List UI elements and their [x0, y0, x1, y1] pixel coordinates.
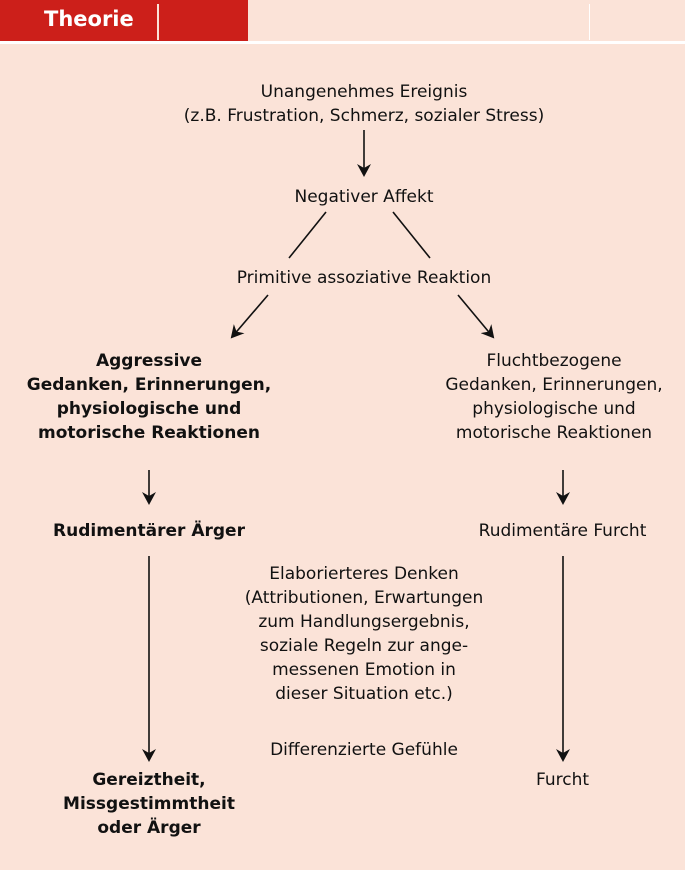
header-strip-divider	[589, 4, 590, 40]
node-aggressive-reactions: Aggressive Gedanken, Erinnerungen, physi…	[26, 351, 272, 443]
header-underline	[0, 41, 685, 44]
node-flight-reactions: Fluchtbezogene Gedanken, Erinnerungen, p…	[445, 351, 663, 443]
line-affect-to-reaction-left	[288, 211, 327, 259]
arrow-reaction-to-aggressive	[230, 294, 269, 339]
node-irritation-anger: Gereiztheit, Missgestimmtheit oder Ärger	[63, 770, 235, 838]
tab-divider	[157, 4, 159, 40]
node-elaborated-thinking: Elaborierteres Denken (Attributionen, Er…	[244, 564, 484, 704]
section-tab: Theorie	[0, 0, 248, 41]
arrow-reaction-to-flight	[457, 294, 495, 339]
node-primitive-reaction: Primitive assoziative Reaktion	[236, 268, 492, 288]
node-negative-affect: Negativer Affekt	[294, 187, 434, 207]
line-affect-to-reaction-right	[392, 211, 431, 259]
header-bar: Theorie	[0, 0, 685, 44]
section-tab-label: Theorie	[44, 7, 134, 31]
node-rudimentary-anger: Rudimentärer Ärger	[53, 521, 245, 541]
node-differentiated-feelings: Differenzierte Gefühle	[270, 740, 458, 760]
node-rudimentary-fear: Rudimentäre Furcht	[478, 521, 647, 541]
header-strip	[248, 0, 685, 41]
node-unpleasant-event: Unangenehmes Ereignis (z.B. Frustration,…	[183, 82, 545, 126]
node-fear: Furcht	[535, 770, 590, 790]
